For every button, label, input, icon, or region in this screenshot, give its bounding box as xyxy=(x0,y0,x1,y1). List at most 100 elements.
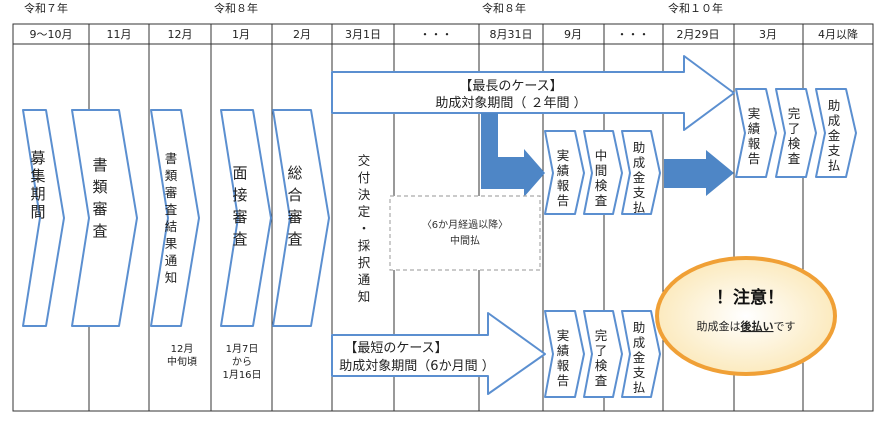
upper-inspect-label: 中間検査 xyxy=(595,148,608,208)
month-header: 12月 xyxy=(168,28,193,41)
vertical-char: 実 xyxy=(557,148,570,163)
vertical-char: 接 xyxy=(232,186,247,204)
vertical-char: 審 xyxy=(165,185,178,200)
month-header: 4月以降 xyxy=(818,27,858,41)
vertical-char: 助 xyxy=(828,98,841,113)
vertical-char: 結 xyxy=(165,219,178,234)
longest-title: 【最長のケース】 xyxy=(459,79,562,94)
vertical-char: 績 xyxy=(748,121,761,136)
vertical-char: 績 xyxy=(557,343,570,358)
vertical-char: 択 xyxy=(358,255,371,270)
vertical-char: 類 xyxy=(165,168,178,183)
vertical-char: 査 xyxy=(595,193,608,208)
chevron-box xyxy=(544,130,585,215)
small-box-labels: 実績報告 中間検査 助成金支払 実績報告 完了検査 助成金支払 実績報告 完了検… xyxy=(557,98,841,395)
vertical-char: ・ xyxy=(358,221,371,236)
month-headers: 9～10月 11月 12月 1月 2月 3月1日 ・・・ 8月31日 9月 ・・… xyxy=(30,27,859,41)
month-header: ・・・ xyxy=(617,28,650,41)
vertical-char: 検 xyxy=(595,178,608,193)
vertical-char: 総 xyxy=(287,164,302,182)
vertical-char: 支 xyxy=(828,143,841,158)
note-jan-2: から xyxy=(232,356,252,368)
process-chevrons xyxy=(22,109,330,327)
month-header: 2月 xyxy=(293,28,311,41)
vertical-char: 払 xyxy=(633,380,646,395)
vertical-char: 知 xyxy=(165,270,178,285)
vertical-char: 績 xyxy=(557,163,570,178)
vertical-char: 審 xyxy=(92,200,107,218)
chevron-box xyxy=(775,88,817,178)
vertical-char: 了 xyxy=(788,121,801,136)
vertical-char: 査 xyxy=(165,202,178,217)
vertical-char: 果 xyxy=(165,236,178,251)
chevron-arrow xyxy=(272,109,330,327)
date-notes: 12月 中旬頃 1月7日 から 1月16日 xyxy=(167,343,262,381)
shortest-subtitle: 助成対象期間（6か月間 ） xyxy=(339,359,494,374)
vertical-char: 査 xyxy=(92,222,107,240)
chevron-box xyxy=(583,310,623,398)
month-header: 11月 xyxy=(107,28,132,41)
era-label: 令和８年 xyxy=(482,1,526,15)
month-header: 1月 xyxy=(232,28,250,41)
vertical-char: 間 xyxy=(30,203,45,221)
note-jan-1: 1月7日 xyxy=(226,343,259,355)
final-report-label: 実績報告 xyxy=(748,106,761,166)
chevron-arrow xyxy=(71,109,138,327)
vertical-char: 助 xyxy=(633,140,646,155)
vertical-char: 間 xyxy=(595,163,608,178)
midpay-line1: 〈6か月経過以降〉 xyxy=(422,218,508,231)
vertical-char: 金 xyxy=(633,170,646,185)
era-label: 令和１０年 xyxy=(668,1,723,15)
vertical-char: 支 xyxy=(633,365,646,380)
chevron-box xyxy=(583,130,623,215)
vertical-char: 完 xyxy=(788,106,801,121)
vertical-char: 面 xyxy=(232,164,247,182)
caution-bubble xyxy=(655,256,837,376)
vertical-char: 完 xyxy=(595,328,608,343)
decision-label: 交付決定・採択通知 xyxy=(358,153,371,304)
shortest-title: 【最短のケース】 xyxy=(344,341,447,356)
vertical-char: 知 xyxy=(358,289,371,304)
lower-inspect-label: 完了検査 xyxy=(595,328,608,388)
step-labels: 募集期間 書類審査 書類審査結果通知 面接審査 総合審査 xyxy=(30,149,302,285)
vertical-char: 告 xyxy=(748,151,761,166)
vertical-char: 告 xyxy=(557,193,570,208)
vertical-char: 決 xyxy=(358,187,371,202)
final-inspect-label: 完了検査 xyxy=(788,106,801,166)
vertical-char: 審 xyxy=(287,208,302,226)
vertical-char: 成 xyxy=(633,335,646,350)
vertical-char: 検 xyxy=(788,136,801,151)
vertical-char: 通 xyxy=(358,272,371,287)
step-label-interview: 面接審査 xyxy=(232,164,247,248)
vertical-char: 成 xyxy=(828,113,841,128)
month-header: 3月1日 xyxy=(345,28,381,41)
vertical-char: 支 xyxy=(633,185,646,200)
vertical-char: 査 xyxy=(232,230,247,248)
era-label: 令和８年 xyxy=(214,1,258,15)
chevron-box xyxy=(815,88,857,178)
chevron-arrow xyxy=(22,109,65,327)
vertical-char: 中 xyxy=(595,148,608,163)
upper-pay-label: 助成金支払 xyxy=(633,140,646,215)
vertical-char: 通 xyxy=(165,253,178,268)
midpay-box xyxy=(389,195,541,271)
chevron-box xyxy=(544,310,585,398)
vertical-char: 期 xyxy=(30,185,45,203)
month-header: 9～10月 xyxy=(30,28,73,41)
upper-report-label: 実績報告 xyxy=(557,148,570,208)
vertical-char: 合 xyxy=(287,186,302,204)
vertical-char: 募 xyxy=(30,149,45,167)
chevron-arrow xyxy=(150,109,200,327)
chevron-box xyxy=(621,130,661,215)
vertical-char: 告 xyxy=(557,373,570,388)
vertical-char: 査 xyxy=(788,151,801,166)
caution-message: 助成金は後払いです xyxy=(697,319,796,333)
caution-title: ！注意！ xyxy=(716,287,784,308)
vertical-char: 付 xyxy=(358,170,371,185)
caution-post: です xyxy=(774,320,796,333)
vertical-char: 報 xyxy=(557,178,570,193)
vertical-char: 金 xyxy=(828,128,841,143)
lower-report-label: 実績報告 xyxy=(557,328,570,388)
vertical-char: 報 xyxy=(748,136,761,151)
